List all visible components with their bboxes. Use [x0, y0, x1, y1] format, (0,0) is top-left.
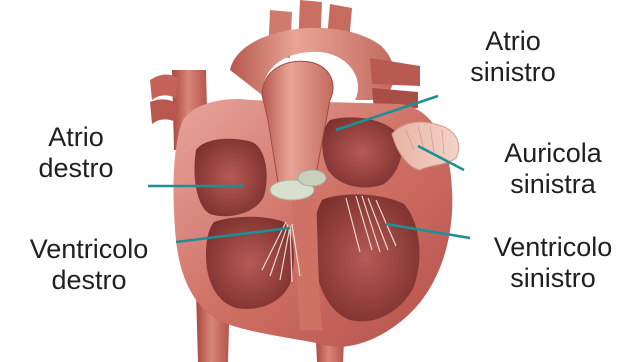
left-atrium-chamber: [322, 117, 401, 187]
left-branch-vessel-2: [150, 99, 178, 124]
label-auricola-sinistra: Auricola sinistra: [478, 138, 628, 200]
right-ventricle-chamber: [206, 217, 294, 309]
label-atrio-sinistro: Atrio sinistro: [448, 26, 578, 88]
label-ventricolo-destro: Ventricolo destro: [4, 234, 174, 296]
pulmonary-vein-upper: [370, 58, 420, 86]
aortic-valve: [298, 170, 326, 186]
label-atrio-destro: Atrio destro: [6, 122, 146, 184]
label-ventricolo-sinistro: Ventricolo sinistro: [470, 232, 636, 294]
right-atrium-chamber: [195, 139, 267, 217]
left-branch-vessel: [150, 74, 178, 100]
